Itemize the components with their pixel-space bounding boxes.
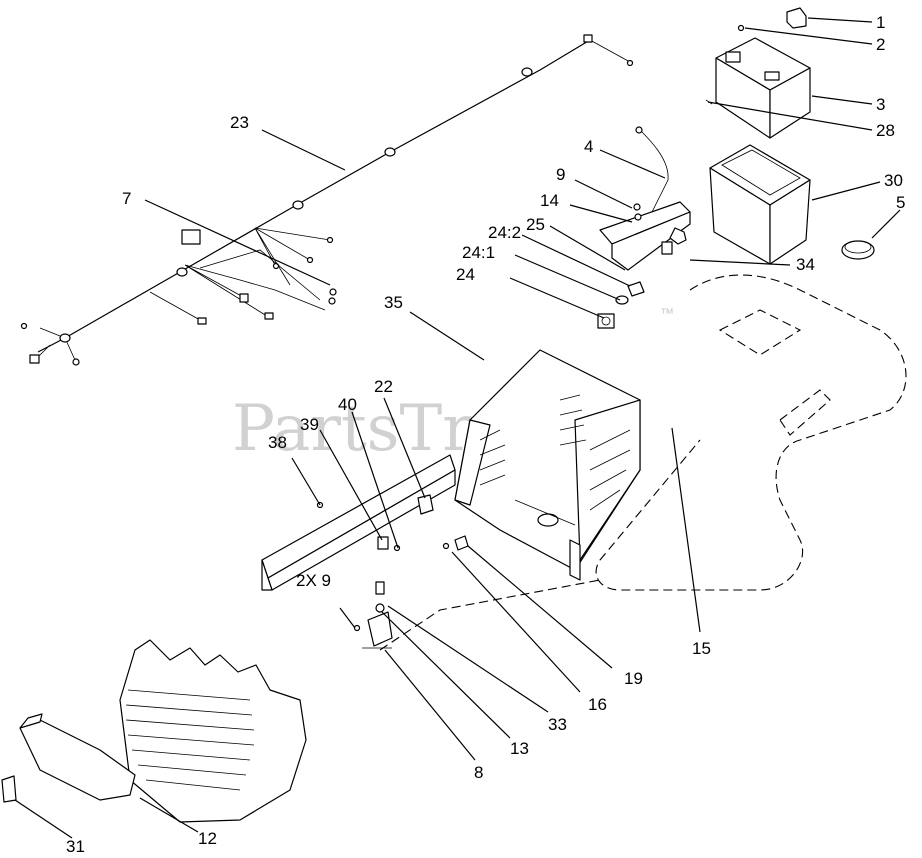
- callout-25: 25: [526, 215, 545, 234]
- callout-15: 15: [692, 639, 711, 658]
- callout-1: 1: [876, 13, 885, 32]
- callout-9: 9: [556, 165, 565, 184]
- callout-40: 40: [338, 395, 357, 414]
- callout-28: 28: [876, 121, 895, 140]
- callout-13: 13: [510, 739, 529, 758]
- callout-2x9: 2X 9: [296, 571, 331, 590]
- callout-labels: 1 2 3 28 4 30 5 9 14 24:2 25 34 24:1 24 …: [66, 13, 905, 856]
- callout-3: 3: [876, 95, 885, 114]
- frame-rail: [261, 454, 456, 591]
- callout-14: 14: [540, 191, 559, 210]
- solenoid-assembly: [353, 535, 469, 649]
- callout-16: 16: [588, 695, 607, 714]
- svg-text:™: ™: [660, 305, 674, 321]
- fender-pan: [379, 274, 907, 651]
- callout-2: 2: [876, 35, 885, 54]
- callout-35: 35: [384, 293, 403, 312]
- callout-38: 38: [268, 433, 287, 452]
- callout-12: 12: [198, 829, 217, 848]
- callout-7: 7: [122, 189, 131, 208]
- callout-8: 8: [474, 763, 483, 782]
- rear-frame-housing: [454, 349, 641, 581]
- callout-4: 4: [584, 137, 593, 156]
- callout-22: 22: [374, 377, 393, 396]
- callout-30: 30: [884, 171, 903, 190]
- hood-grille: [1, 639, 307, 823]
- callout-19: 19: [624, 669, 643, 688]
- callout-5: 5: [896, 193, 905, 212]
- callout-24: 24: [456, 265, 475, 284]
- callout-23: 23: [230, 113, 249, 132]
- callout-33: 33: [548, 715, 567, 734]
- bracket-hardware: [597, 126, 691, 329]
- callout-39: 39: [300, 415, 319, 434]
- callout-34: 34: [796, 255, 815, 274]
- leader-lines: [14, 17, 901, 839]
- callout-24-2: 24:2: [488, 223, 521, 242]
- wire-harness: [20, 34, 634, 366]
- battery-assembly: [705, 7, 875, 265]
- callout-24-1: 24:1: [462, 243, 495, 262]
- callout-31: 31: [66, 837, 85, 856]
